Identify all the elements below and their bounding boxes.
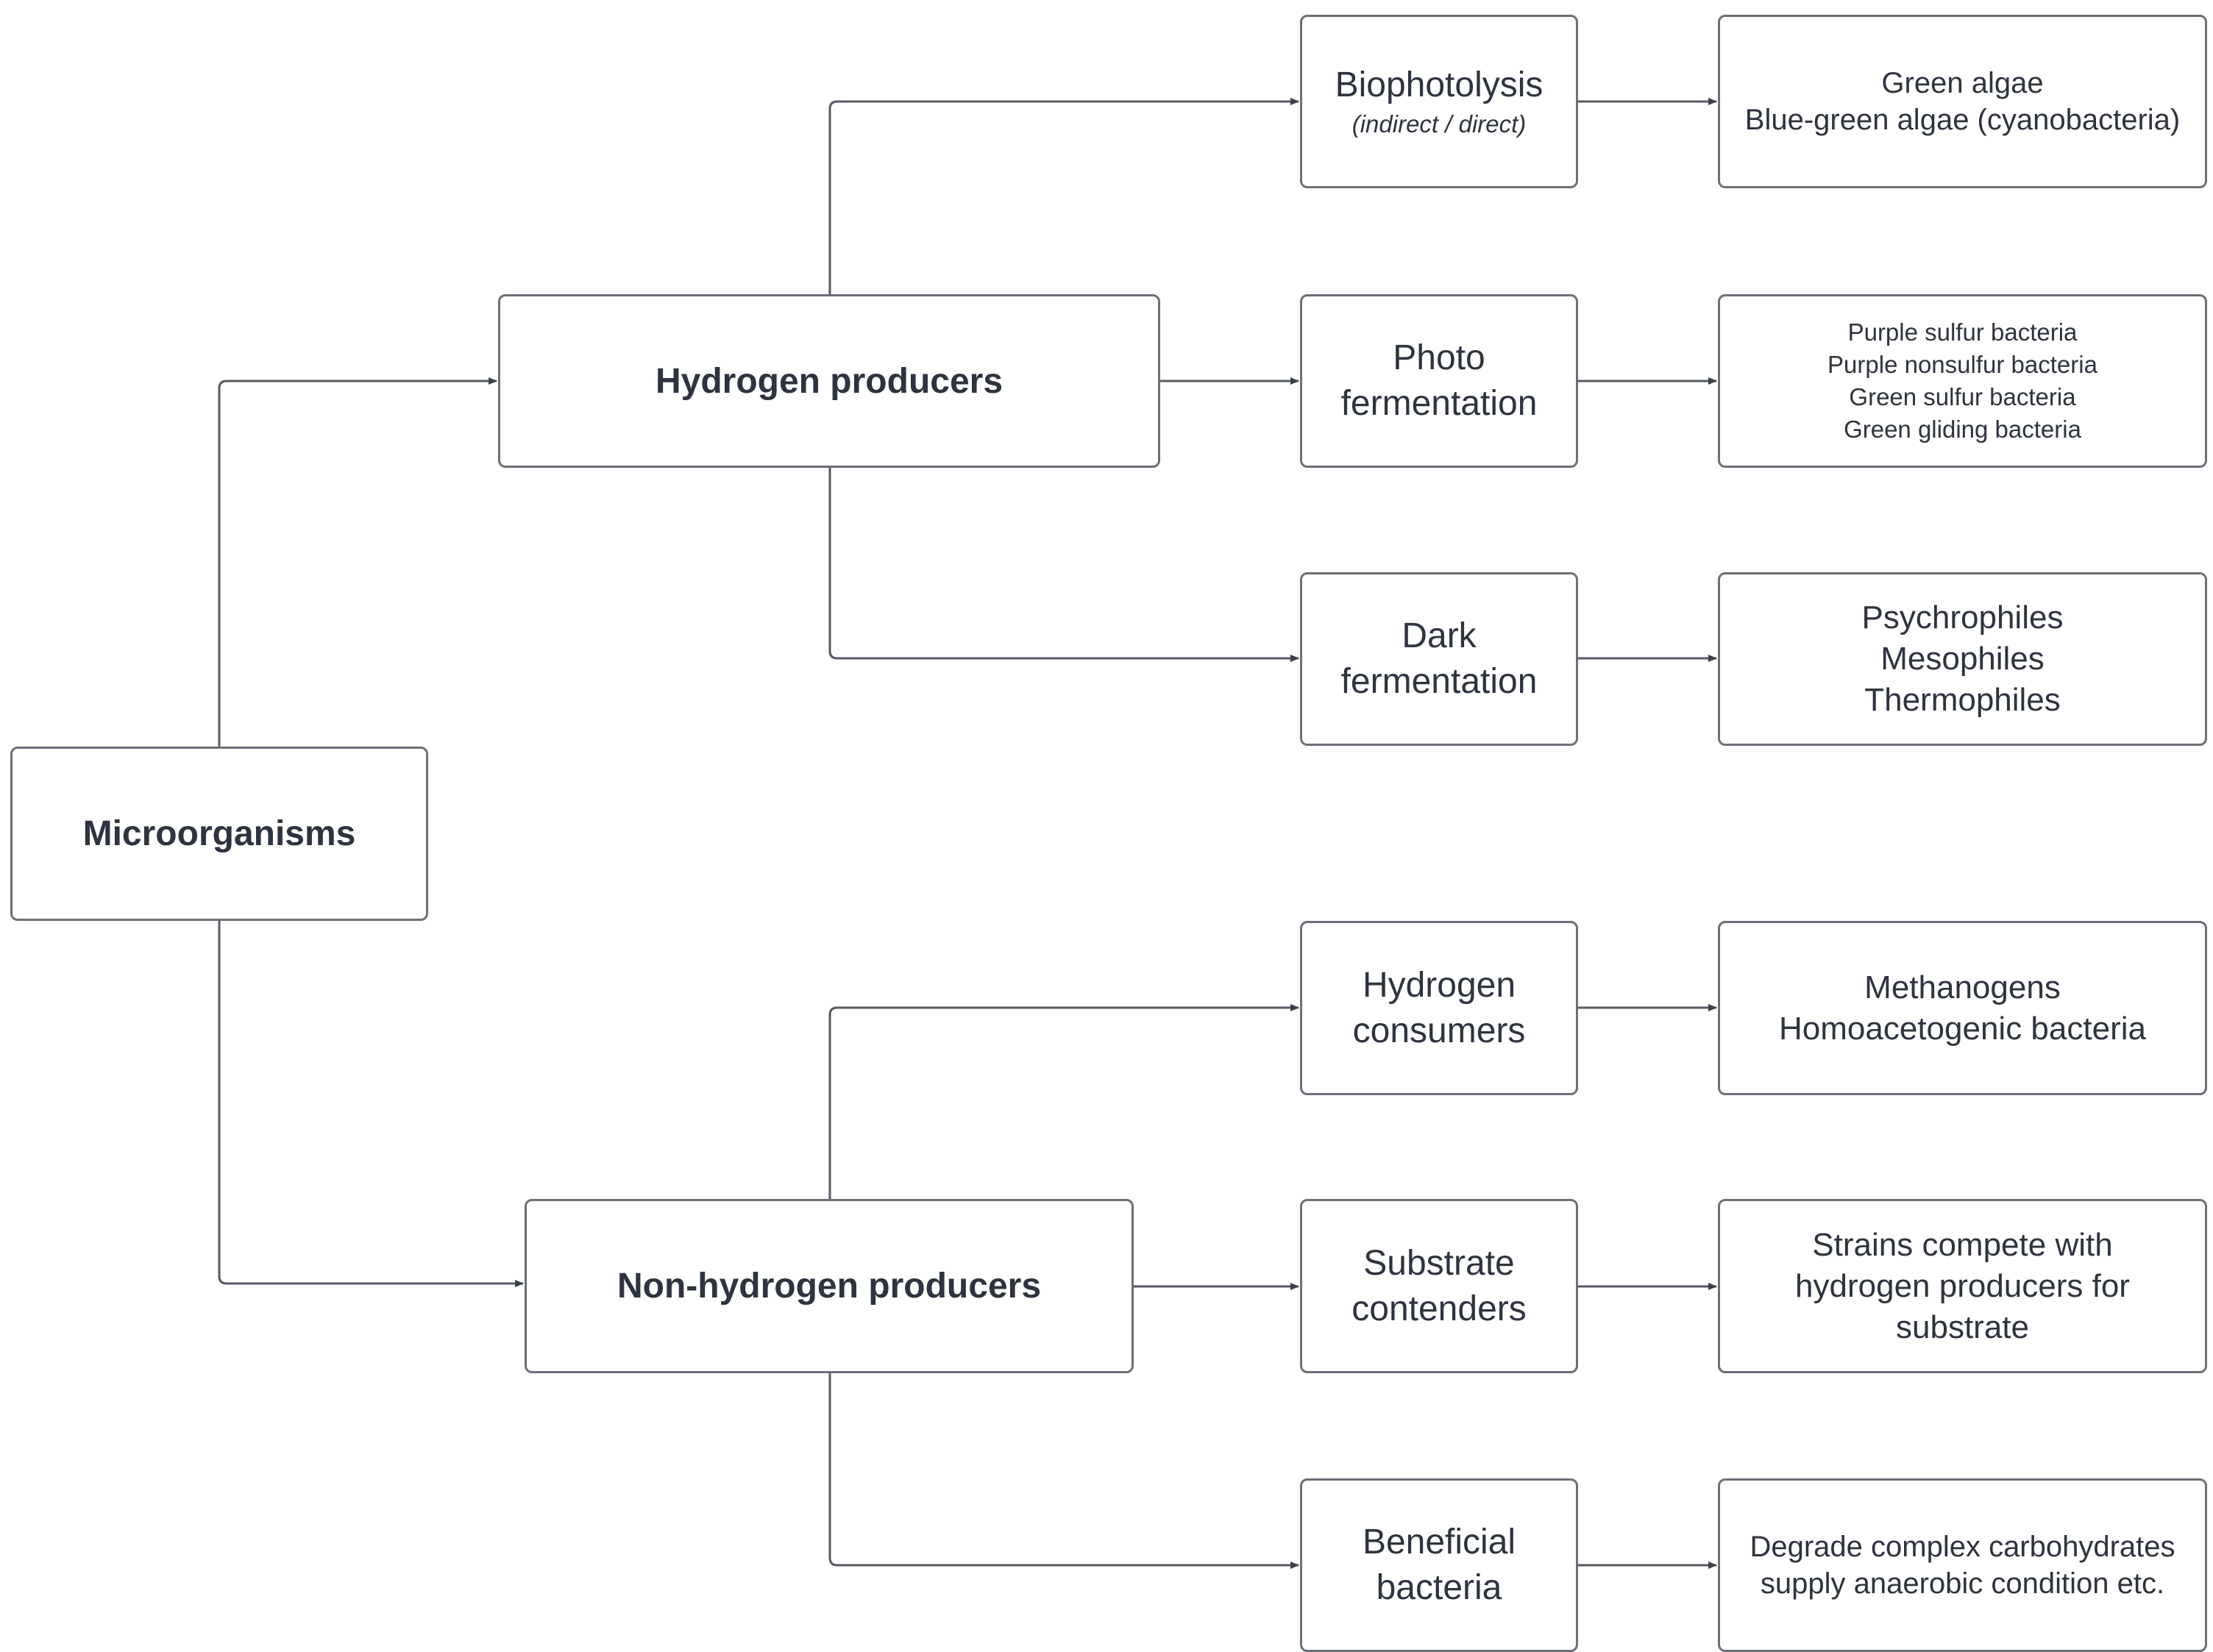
node-temperature-groups-line1: Psychrophiles: [1861, 599, 2064, 635]
node-photo-bacteria: Purple sulfur bacteria Purple nonsulfur …: [1718, 294, 2207, 468]
node-temperature-groups-line3: Thermophiles: [1864, 682, 2061, 718]
node-photo-fermentation: Photo fermentation: [1300, 294, 1578, 468]
node-algae-line1: Green algae: [1881, 67, 2044, 99]
node-photo-bacteria-line3: Green sulfur bacteria: [1849, 383, 2076, 410]
connector-root-to-hydrogen: [218, 377, 497, 747]
node-competitors-line3: substrate: [1896, 1309, 2029, 1345]
node-beneficial-bacteria-line2: bacteria: [1376, 1568, 1502, 1607]
node-hydrogen-producers: Hydrogen producers: [498, 294, 1160, 468]
node-algae-line2: Blue-green algae (cyanobacteria): [1744, 104, 2181, 136]
node-substrate-contenders-line2: contenders: [1351, 1289, 1527, 1328]
node-biophotolysis: Biophotolysis (indirect / direct): [1300, 15, 1578, 188]
node-hydrogen-consumers: Hydrogen consumers: [1300, 921, 1578, 1095]
node-hydrogen-consumers-line1: Hydrogen: [1362, 965, 1516, 1005]
node-dark-fermentation-line1: Dark: [1402, 616, 1477, 655]
node-photo-bacteria-line4: Green gliding bacteria: [1844, 416, 2081, 443]
connector-root-to-non-hydrogen: [218, 921, 524, 1287]
node-photo-bacteria-line2: Purple nonsulfur bacteria: [1827, 351, 2097, 378]
node-temperature-groups: Psychrophiles Mesophiles Thermophiles: [1718, 572, 2207, 746]
node-substrate-contenders-line1: Substrate: [1363, 1243, 1515, 1283]
node-beneficial-roles: Degrade complex carbohydrates supply ana…: [1718, 1478, 2207, 1652]
node-dark-fermentation-line2: fermentation: [1340, 662, 1538, 701]
node-non-hydrogen-producers-label: Non-hydrogen producers: [617, 1267, 1042, 1306]
node-competitors-line2: hydrogen producers for: [1795, 1267, 2130, 1304]
node-algae: Green algae Blue-green algae (cyanobacte…: [1718, 15, 2207, 188]
node-hydrogen-consumers-line2: consumers: [1352, 1011, 1526, 1050]
node-microorganisms-label: Microorganisms: [82, 814, 356, 853]
node-substrate-contenders: Substrate contenders: [1300, 1199, 1578, 1373]
node-beneficial-roles-line1: Degrade complex carbohydrates: [1750, 1531, 2175, 1563]
node-hydrogen-producers-label: Hydrogen producers: [655, 361, 1004, 401]
connector-hydrogen-to-biophotolysis: [828, 98, 1299, 294]
node-photo-fermentation-line1: Photo: [1393, 338, 1485, 377]
node-microorganisms: Microorganisms: [10, 747, 428, 921]
node-photo-fermentation-line2: fermentation: [1340, 384, 1538, 423]
connector-hydrogen-to-dark: [828, 468, 1299, 662]
node-competitors: Strains compete with hydrogen producers …: [1718, 1199, 2207, 1373]
node-biophotolysis-subtitle: (indirect / direct): [1351, 110, 1527, 138]
node-competitors-line1: Strains compete with: [1812, 1226, 2113, 1263]
connector-non-hydrogen-to-beneficial: [828, 1373, 1299, 1569]
node-consumer-types-line2: Homoacetogenic bacteria: [1779, 1010, 2146, 1047]
node-photo-bacteria-line1: Purple sulfur bacteria: [1847, 318, 2078, 346]
node-beneficial-bacteria-line1: Beneficial: [1362, 1523, 1516, 1562]
node-biophotolysis-title: Biophotolysis: [1335, 65, 1544, 104]
node-consumer-types-line1: Methanogens: [1864, 969, 2061, 1005]
node-consumer-types: Methanogens Homoacetogenic bacteria: [1718, 921, 2207, 1095]
node-dark-fermentation: Dark fermentation: [1300, 572, 1578, 746]
node-temperature-groups-line2: Mesophiles: [1880, 641, 2045, 677]
node-non-hydrogen-producers: Non-hydrogen producers: [525, 1199, 1134, 1373]
node-beneficial-roles-line2: supply anaerobic condition etc.: [1760, 1567, 2165, 1600]
connector-non-hydrogen-to-consumers: [828, 1004, 1299, 1199]
node-beneficial-bacteria: Beneficial bacteria: [1300, 1478, 1578, 1652]
